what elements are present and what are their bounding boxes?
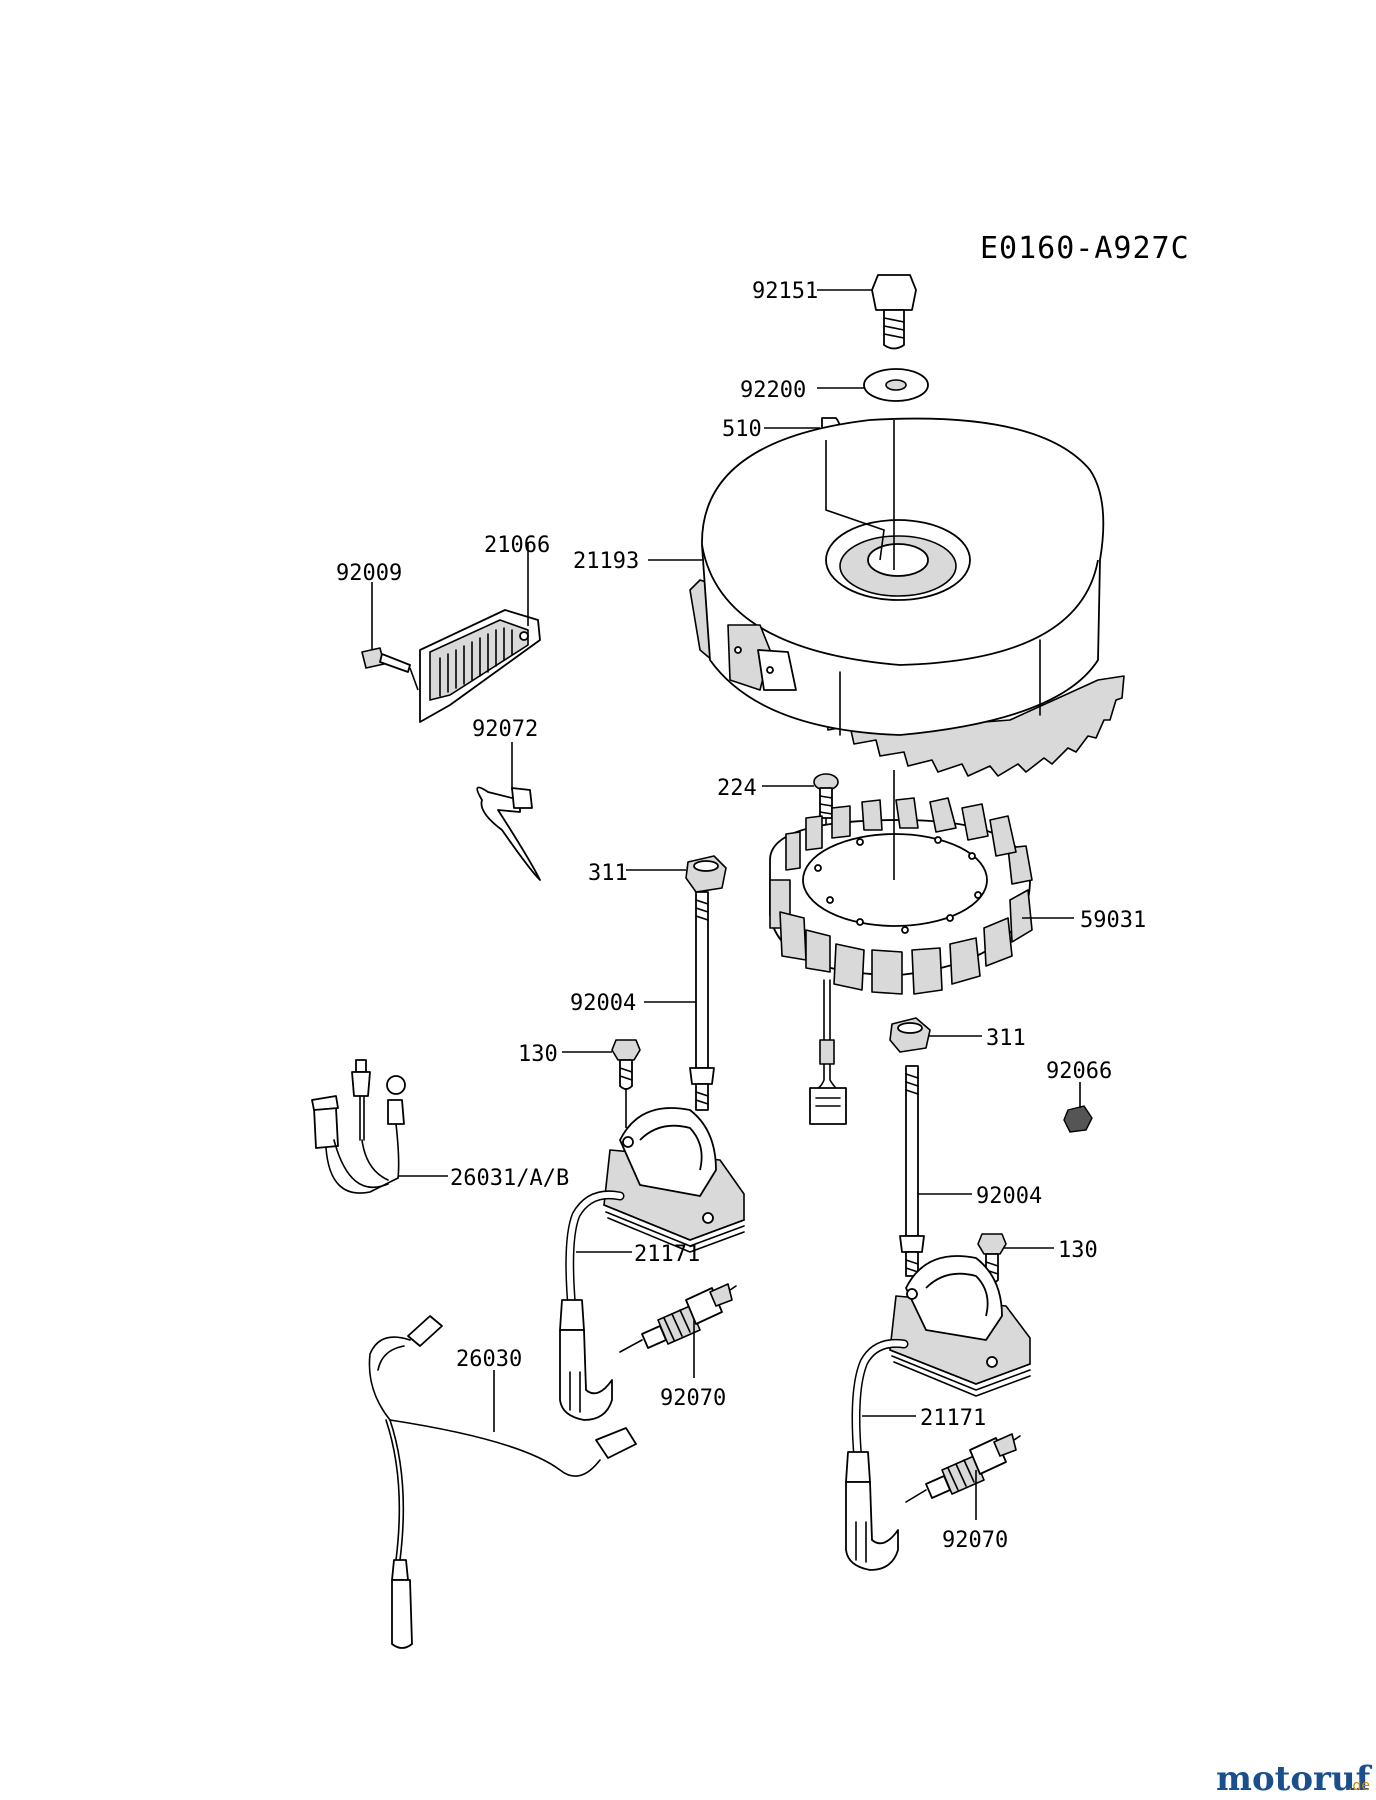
nut-311-lower (889, 1017, 931, 1053)
label-92070a: 92070 (660, 1386, 726, 1411)
stator-connector (809, 979, 847, 1125)
bolt-130-left (611, 1039, 641, 1090)
watermark-logo: motoruf .de (1216, 1759, 1373, 1799)
stator-59031 (769, 797, 1033, 995)
label-92004a: 92004 (570, 991, 636, 1016)
label-21193: 21193 (573, 549, 639, 574)
nut-311-upper (685, 855, 727, 893)
label-92009: 92009 (336, 561, 402, 586)
stud-92004-left (689, 891, 715, 1111)
diagram-code: E0160-A927C (980, 231, 1190, 266)
label-26030: 26030 (456, 1347, 522, 1372)
lead-wire-26030 (368, 1315, 637, 1649)
label-26031: 26031/A/B (450, 1166, 569, 1191)
spark-plug-92070-left (619, 1283, 737, 1353)
label-92072: 92072 (472, 717, 538, 742)
label-130a: 130 (518, 1042, 558, 1067)
label-311b: 311 (986, 1026, 1026, 1051)
label-311a: 311 (588, 861, 628, 886)
bolt-92151 (871, 274, 917, 350)
nut-92066 (1063, 1105, 1093, 1133)
label-92200: 92200 (740, 378, 806, 403)
label-224: 224 (717, 776, 757, 801)
label-21171b: 21171 (920, 1406, 986, 1431)
label-130b: 130 (1058, 1238, 1098, 1263)
ignition-coil-right (845, 1255, 1031, 1571)
label-21066: 21066 (484, 533, 550, 558)
flywheel-21193 (689, 417, 1125, 777)
label-92004b: 92004 (976, 1184, 1042, 1209)
band-92072 (476, 786, 541, 881)
screw-92009 (361, 647, 411, 673)
watermark-brand: motoruf (1216, 1759, 1373, 1799)
label-92070b: 92070 (942, 1528, 1008, 1553)
label-92151: 92151 (752, 279, 818, 304)
ignition-coil-left (559, 1107, 745, 1421)
washer-92200 (863, 368, 929, 402)
harness-26031 (311, 1059, 406, 1194)
label-92066: 92066 (1046, 1059, 1112, 1084)
regulator-21066 (419, 609, 541, 723)
label-21171a: 21171 (634, 1242, 700, 1267)
label-59031: 59031 (1080, 908, 1146, 933)
stud-92004-right (899, 1065, 925, 1277)
spark-plug-92070-right (905, 1433, 1021, 1503)
label-510: 510 (722, 417, 762, 442)
watermark-suffix: .de (1348, 1778, 1370, 1794)
